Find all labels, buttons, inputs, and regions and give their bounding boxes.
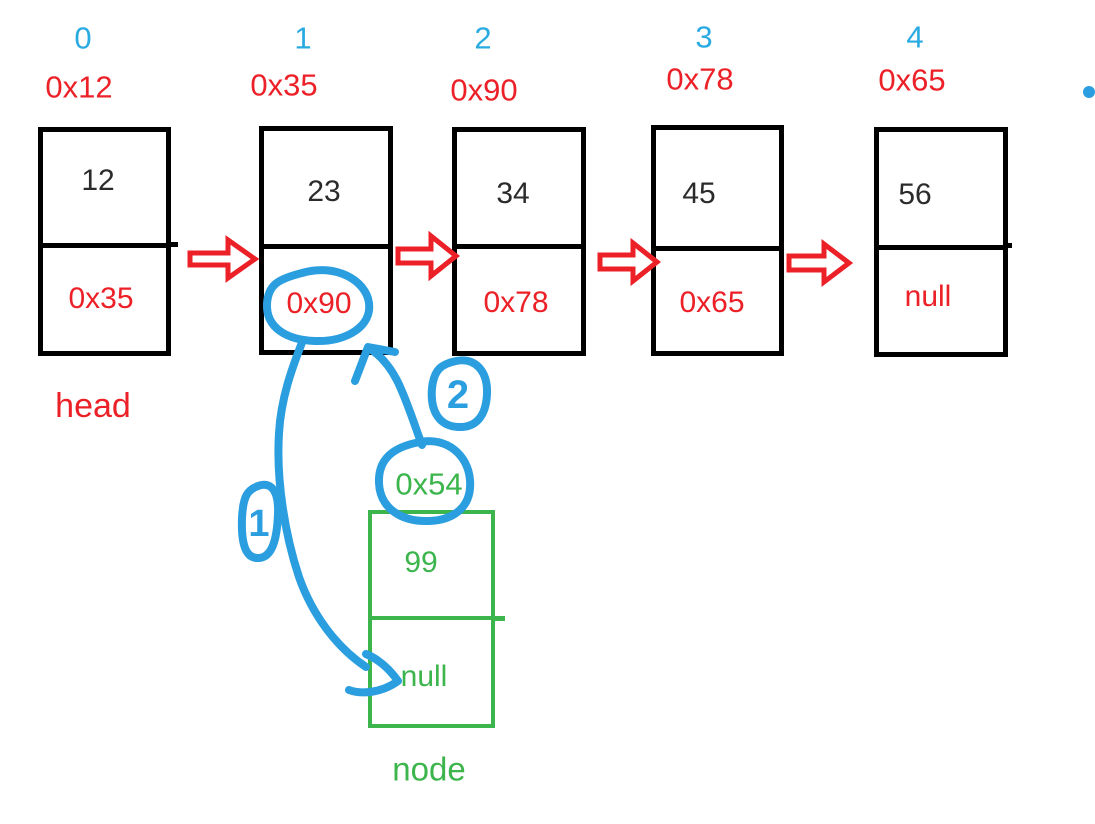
index-label-3: 3 (695, 19, 713, 55)
node-box-4 (874, 127, 1008, 357)
node-next-1: 0x90 (286, 287, 352, 320)
node-next-4: null (904, 280, 952, 313)
step1-number: 1 (248, 503, 269, 545)
node-value-2: 34 (496, 177, 530, 210)
node-box-3 (651, 125, 784, 356)
node-4-divider (878, 245, 1004, 250)
node-next-2: 0x78 (483, 286, 549, 319)
arrow-right-icon-0 (187, 235, 260, 283)
node-3-divider (655, 246, 780, 251)
new-node-address: 0x54 (395, 466, 463, 502)
index-label-4: 4 (906, 19, 924, 55)
head-label: head (55, 387, 131, 425)
node-box-2 (452, 127, 586, 356)
address-label-1: 0x35 (250, 67, 318, 103)
new-node-next: null (400, 660, 448, 693)
node-0-divider (42, 243, 167, 248)
step2-link-curve (366, 345, 426, 449)
index-label-1: 1 (294, 20, 312, 56)
node-value-4: 56 (898, 178, 932, 211)
address-label-0: 0x12 (45, 69, 113, 105)
node-1-divider (263, 244, 389, 249)
address-label-4: 0x65 (878, 62, 946, 98)
address-label-2: 0x90 (450, 72, 518, 108)
address-label-3: 0x78 (666, 61, 734, 97)
node-2-divider (456, 244, 582, 249)
new-node-divider (372, 616, 491, 620)
node-box-0 (38, 127, 171, 356)
step2-number: 2 (447, 373, 469, 417)
node-next-0: 0x35 (68, 282, 134, 315)
new-node-box (368, 510, 495, 728)
new-node-value: 99 (404, 546, 438, 579)
node-value-1: 23 (307, 175, 341, 208)
node-value-3: 45 (682, 177, 716, 210)
step1-transfer-curve (274, 336, 370, 671)
new-node-label: node (392, 750, 466, 788)
divider-tick-newnode (494, 616, 505, 621)
arrow-right-icon-1 (395, 230, 461, 282)
arrow-right-icon-2 (597, 237, 662, 287)
index-label-2: 2 (474, 20, 492, 56)
divider-tick-node0 (171, 242, 178, 247)
node-next-3: 0x65 (679, 286, 745, 319)
step2-badge-circle (427, 356, 492, 432)
arrow-right-icon-3 (786, 238, 854, 288)
stray-dot (1083, 86, 1095, 98)
node-value-0: 12 (81, 164, 115, 197)
index-label-0: 0 (74, 20, 92, 56)
node-box-1 (259, 126, 393, 355)
step1-badge-circle (237, 480, 283, 562)
